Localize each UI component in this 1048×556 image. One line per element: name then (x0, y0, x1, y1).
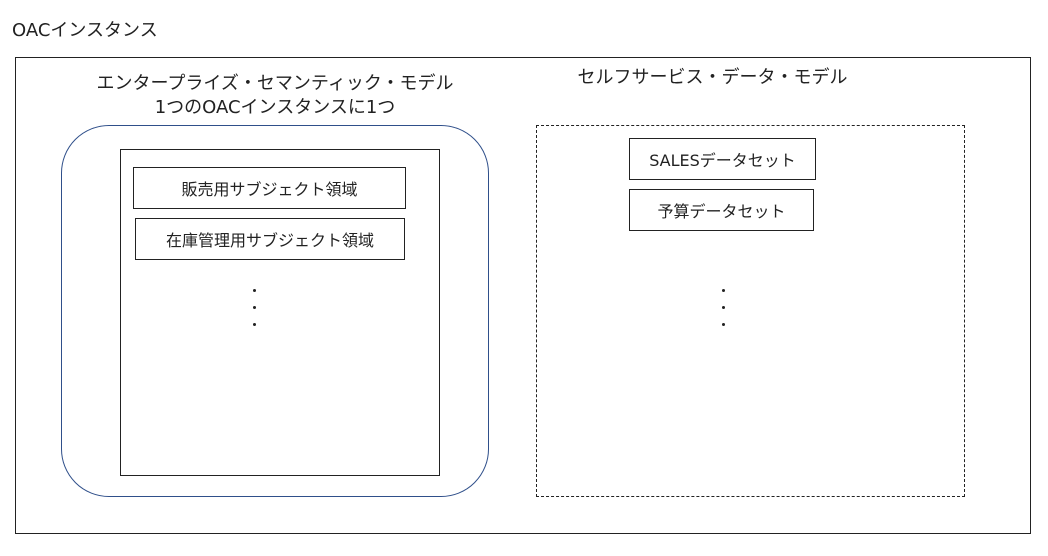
semantic-model-container (61, 125, 489, 497)
ellipsis-dot (253, 323, 256, 326)
semantic-model-heading-line2: 1つのOACインスタンスに1つ (154, 97, 396, 118)
semantic-model-heading-line1: エンタープライズ・セマンティック・モデル (96, 73, 454, 94)
ellipsis-dot (253, 306, 256, 309)
subject-area-ellipsis (250, 287, 260, 327)
subject-area-inventory: 在庫管理用サブジェクト領域 (135, 218, 405, 260)
ellipsis-dot (722, 289, 725, 292)
diagram-title: OACインスタンス (12, 20, 158, 41)
self-service-model-heading: セルフサービス・データ・モデル (577, 67, 848, 88)
subject-area-sales: 販売用サブジェクト領域 (133, 167, 406, 209)
oac-instance-frame (15, 57, 1031, 534)
ellipsis-dot (253, 289, 256, 292)
self-service-model-container (536, 125, 965, 497)
ellipsis-dot (722, 306, 725, 309)
dataset-ellipsis (719, 287, 729, 327)
dataset-sales: SALESデータセット (629, 138, 816, 180)
subject-area-list-box (120, 149, 440, 476)
semantic-model-heading: エンタープライズ・セマンティック・モデル 1つのOACインスタンスに1つ (60, 72, 490, 120)
dataset-budget: 予算データセット (629, 189, 814, 231)
ellipsis-dot (722, 323, 725, 326)
